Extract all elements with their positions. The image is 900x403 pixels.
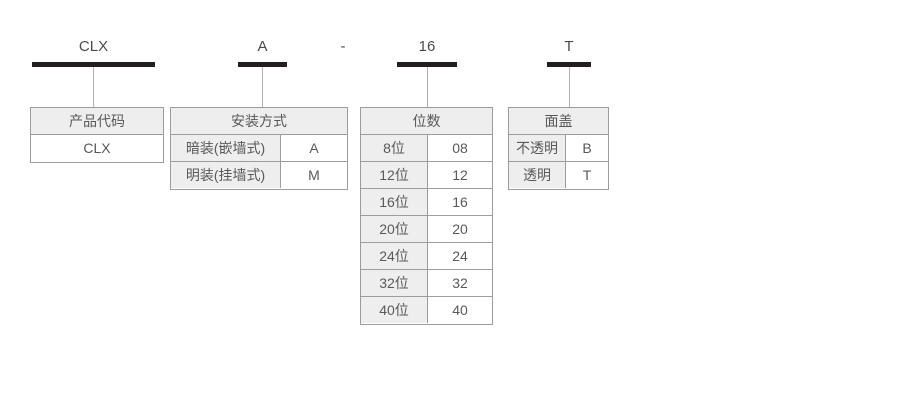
option-code-cell: 16 [428, 189, 492, 215]
code-part-positions: 16 [418, 38, 436, 55]
connector-line-clx [93, 67, 94, 107]
table-header-cover: 面盖 [509, 108, 608, 135]
option-code-cell: 40 [428, 297, 492, 323]
option-code-cell: B [566, 135, 608, 161]
underline-bar-mounting [238, 62, 287, 67]
value-cell: CLX [31, 135, 163, 161]
option-label-cell: 透明 [509, 162, 566, 188]
option-code-cell: T [566, 162, 608, 188]
option-code-cell: 20 [428, 216, 492, 242]
table-header-mounting: 安装方式 [171, 108, 347, 135]
option-label-cell: 明装(挂墙式) [171, 162, 281, 188]
option-label-cell: 不透明 [509, 135, 566, 161]
table-row: 明装(挂墙式)M [171, 162, 347, 189]
option-label-cell: 16位 [361, 189, 428, 215]
option-code-cell: 08 [428, 135, 492, 161]
connector-line-positions [427, 67, 428, 107]
code-part-clx: CLX [78, 38, 109, 55]
option-label-cell: 24位 [361, 243, 428, 269]
option-label-cell: 20位 [361, 216, 428, 242]
option-code-cell: 32 [428, 270, 492, 296]
underline-bar-clx [32, 62, 155, 67]
code-part-cover: T [564, 38, 574, 55]
underline-bar-positions [397, 62, 457, 67]
option-label-cell: 暗装(嵌墙式) [171, 135, 281, 161]
option-label-cell: 32位 [361, 270, 428, 296]
option-code-cell: M [281, 162, 347, 188]
option-code-cell: A [281, 135, 347, 161]
table-row: 暗装(嵌墙式)A [171, 135, 347, 162]
option-label-cell: 8位 [361, 135, 428, 161]
code-part-mounting: A [257, 38, 268, 55]
option-label-cell: 40位 [361, 297, 428, 323]
connector-line-cover [569, 67, 570, 107]
option-label-cell: 12位 [361, 162, 428, 188]
option-code-cell: 12 [428, 162, 492, 188]
underline-bar-cover [547, 62, 591, 67]
table-header-product-code: 产品代码 [31, 108, 163, 135]
connector-line-mounting [262, 67, 263, 107]
code-separator-dash: - [340, 38, 346, 55]
option-code-cell: 24 [428, 243, 492, 269]
table-row: CLX [31, 135, 163, 162]
table-header-positions: 位数 [361, 108, 492, 135]
